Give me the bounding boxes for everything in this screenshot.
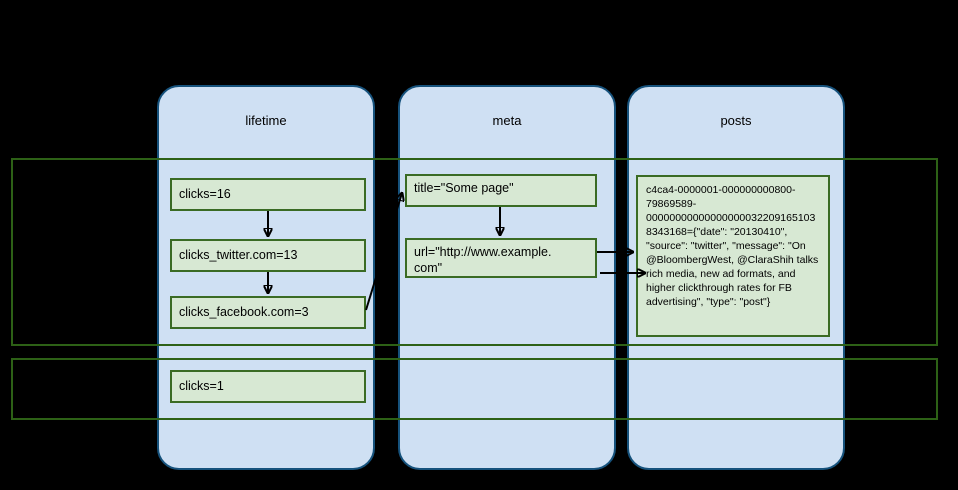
node-clicks-total[interactable]: clicks=16 — [170, 178, 366, 211]
row-band-1 — [11, 158, 938, 346]
row-band-2 — [11, 358, 938, 420]
swimlane-title-lifetime: lifetime — [245, 113, 287, 128]
node-meta-title[interactable]: title="Some page" — [405, 174, 597, 207]
swimlane-title-posts: posts — [720, 113, 752, 128]
node-meta-url[interactable]: url="http://www.example. com" — [405, 238, 597, 278]
node-clicks-facebook[interactable]: clicks_facebook.com=3 — [170, 296, 366, 329]
node-clicks-twitter[interactable]: clicks_twitter.com=13 — [170, 239, 366, 272]
node-post-record[interactable]: c4ca4-0000001-000000000800-79869589-0000… — [636, 175, 830, 337]
node-clicks-single[interactable]: clicks=1 — [170, 370, 366, 403]
swimlane-title-meta: meta — [492, 113, 522, 128]
